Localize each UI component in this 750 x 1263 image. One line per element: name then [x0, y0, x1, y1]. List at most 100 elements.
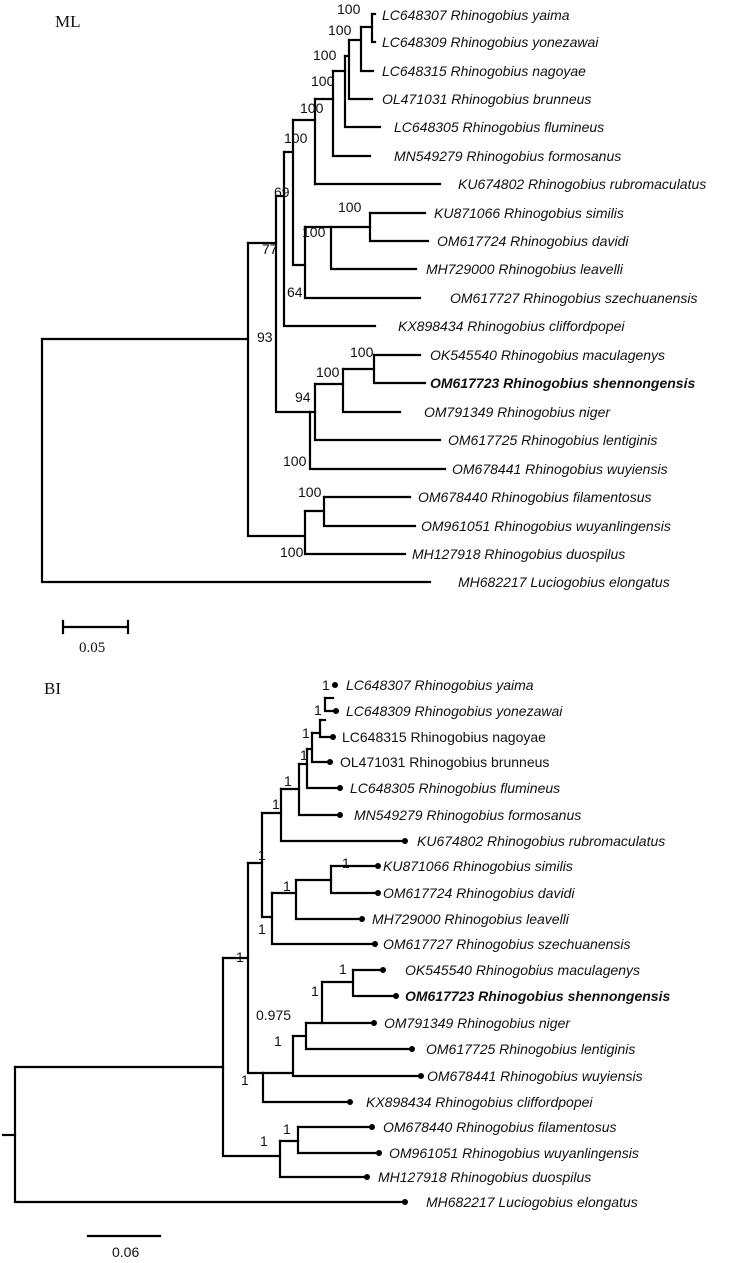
bi-tip-dot: [402, 838, 408, 844]
bi-tip-label: MH127918 Rhinogobius duospilus: [378, 1169, 591, 1185]
bi-support-value: 1: [342, 855, 350, 871]
ml-tip-label: OM791349 Rhinogobius niger: [424, 404, 611, 420]
bi-tip-label: MH729000 Rhinogobius leavelli: [372, 911, 570, 927]
bi-tip-dot: [418, 1073, 424, 1079]
bi-tip-label: OM678441 Rhinogobius wuyiensis: [427, 1068, 643, 1084]
bi-support-values-extra: 1 1 1: [236, 949, 291, 1149]
ml-tip-label: OM678440 Rhinogobius filamentosus: [418, 489, 651, 505]
bi-support-value: 1: [339, 961, 347, 977]
ml-support-value: 100: [328, 22, 352, 38]
bi-node-o: [304, 1021, 414, 1051]
bi-support-value: 1: [258, 847, 266, 863]
ml-tip-label: MN549279 Rhinogobius formosanus: [394, 148, 621, 164]
bi-tip-label: KU674802 Rhinogobius rubromaculatus: [417, 833, 665, 849]
bi-tip-dot: [409, 1046, 415, 1052]
bi-tip-label: LC648309 Rhinogobius yonezawai: [346, 703, 563, 719]
bi-support-value: 1: [311, 983, 319, 999]
bi-tip-label: LC648305 Rhinogobius flumineus: [350, 780, 560, 796]
bi-support-value: 1: [236, 949, 244, 965]
bi-tip-dot: [359, 916, 365, 922]
bi-tip-dot: [330, 734, 336, 740]
ml-support-value: 100: [316, 364, 340, 380]
ml-support-value: 77: [262, 241, 278, 257]
ml-support-value: 100: [313, 47, 337, 63]
bi-node-p: [320, 980, 376, 1025]
ml-support-value: 100: [280, 544, 304, 560]
ml-node-77: [282, 150, 377, 328]
bi-tip-label-highlight: OM617723 Rhinogobius shennongensis: [405, 988, 670, 1004]
bi-support-value: 1: [272, 796, 280, 812]
bi-tip-label: OM617727 Rhinogobius szechuanensis: [383, 936, 631, 952]
bi-support-value: 1: [274, 1033, 282, 1049]
bi-support-value: 1: [241, 1072, 249, 1088]
bi-node-i: [318, 718, 335, 739]
bi-scale-label: 0.06: [112, 1244, 139, 1260]
bi-tip-label: KU871066 Rhinogobius similis: [383, 858, 573, 874]
ml-tip-label: MH682217 Luciogobius elongatus: [458, 574, 670, 590]
bi-support-value: 1: [314, 702, 322, 718]
ml-tip-label: MH729000 Rhinogobius leavelli: [426, 261, 624, 277]
ml-tip-label: LC648307 Rhinogobius yaima: [382, 7, 570, 23]
ml-node-b: [331, 69, 372, 158]
ml-node-c: [343, 54, 382, 129]
ml-node-100c: [308, 410, 447, 471]
ml-tip-label: LC648305 Rhinogobius flumineus: [394, 119, 604, 135]
ml-support-value: 100: [350, 344, 374, 360]
ml-support-value: 100: [311, 73, 335, 89]
bi-node-m: [329, 864, 380, 895]
bi-ingroup-node: [221, 956, 282, 1158]
bi-support-value: 1: [322, 677, 330, 693]
ml-tip-label: OM678441 Rhinogobius wuyiensis: [452, 461, 668, 477]
ml-support-value: 100: [284, 130, 308, 146]
bi-scale-bar: 0.06: [86, 1234, 162, 1260]
ml-root-branch: [40, 337, 432, 584]
bi-root-branch: [13, 1065, 407, 1204]
bi-tip-dots: [327, 682, 424, 1205]
bi-node-d: [260, 811, 274, 919]
ml-support-value: 100: [283, 453, 307, 469]
ml-node-100a: [329, 225, 418, 271]
bi-tip-label: MH682217 Luciogobius elongatus: [426, 1194, 638, 1210]
bi-tip-dot: [375, 890, 381, 896]
bi-node-f: [297, 762, 342, 817]
bi-node-r: [278, 1139, 369, 1179]
bi-tip-label: OK545540 Rhinogobius maculagenys: [405, 962, 640, 978]
bi-tree: [1, 696, 423, 1204]
bi-node-j: [323, 696, 338, 713]
ml-support-value: 100: [337, 1, 361, 17]
bi-support-values: 1 1 1 1 1 1 1 1 1 1 0.975 1 1 1 1: [241, 677, 350, 1088]
ml-node-94: [313, 382, 442, 442]
ml-tip-label: OM617724 Rhinogobius davidi: [437, 233, 629, 249]
ml-support-value: 100: [302, 224, 326, 240]
bi-tip-label: KX898434 Rhinogobius cliffordpopei: [366, 1094, 593, 1110]
bi-tip-dot: [402, 1199, 408, 1205]
ml-support-value: 100: [338, 199, 362, 215]
bi-support-value: 1: [260, 1133, 268, 1149]
ml-tip-label: OL471031 Rhinogobius brunneus: [382, 91, 591, 107]
bi-tip-dot: [337, 812, 343, 818]
ml-tip-label-highlight: OM617723 Rhinogobius shennongensis: [430, 375, 695, 391]
ml-node-100b: [368, 211, 430, 243]
bi-support-value: 1: [300, 747, 308, 763]
bi-support-value: 1: [283, 1121, 291, 1137]
bi-tip-dot: [380, 967, 386, 973]
bi-tip-dot: [347, 1099, 353, 1105]
bi-support-value: 0.975: [256, 1007, 291, 1023]
ml-node-100g: [322, 495, 417, 528]
ml-support-value: 100: [300, 100, 324, 116]
bi-tip-label: OM961051 Rhinogobius wuyanlingensis: [389, 1145, 639, 1161]
ml-tip-label: OK545540 Rhinogobius maculagenys: [430, 347, 665, 363]
ml-scale-line: [61, 619, 130, 635]
bi-tip-dot: [371, 1020, 377, 1026]
ml-tip-label: OM617725 Rhinogobius lentiginis: [448, 432, 657, 448]
ml-tip-label: MH127918 Rhinogobius duospilus: [412, 546, 625, 562]
bi-support-value: 1: [258, 921, 266, 937]
bi-tip-labels: LC648307 Rhinogobius yaima LC648309 Rhin…: [340, 677, 670, 1210]
bi-tip-dot: [364, 1174, 370, 1180]
bi-tip-dot: [337, 785, 343, 791]
ml-scale-label: 0.05: [79, 640, 105, 656]
bi-tip-dot: [369, 1124, 375, 1130]
bi-tip-label: MN549279 Rhinogobius formosanus: [354, 807, 581, 823]
